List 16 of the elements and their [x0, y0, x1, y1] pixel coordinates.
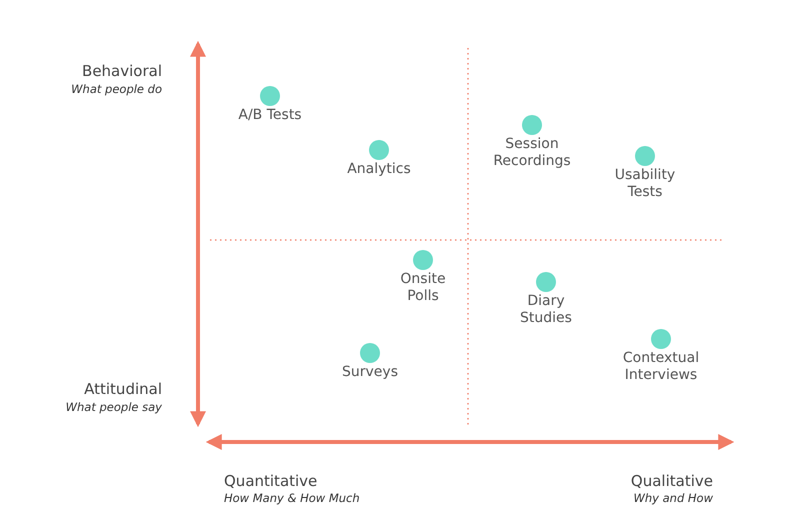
axis-label: Qualitative	[630, 472, 713, 490]
axis-label: Behavioral	[82, 62, 162, 80]
method-label: A/B Tests	[238, 107, 302, 124]
axis-label: Attitudinal	[84, 380, 162, 398]
method-label: Surveys	[342, 364, 398, 381]
axis-label: Quantitative	[224, 472, 318, 490]
axis-subtitle: What people do	[71, 82, 162, 96]
method-label: Contextual Interviews	[622, 350, 700, 384]
axis-subtitle: Why and How	[633, 491, 713, 505]
method-label: Usability Tests	[614, 167, 676, 201]
method-label: Analytics	[347, 161, 411, 178]
method-label: Diary Studies	[519, 293, 573, 327]
axis-subtitle: How Many & How Much	[224, 491, 360, 505]
axis-subtitle: What people say	[66, 400, 162, 414]
method-label: Session Recordings	[492, 136, 572, 170]
method-label: Onsite Polls	[399, 271, 447, 305]
